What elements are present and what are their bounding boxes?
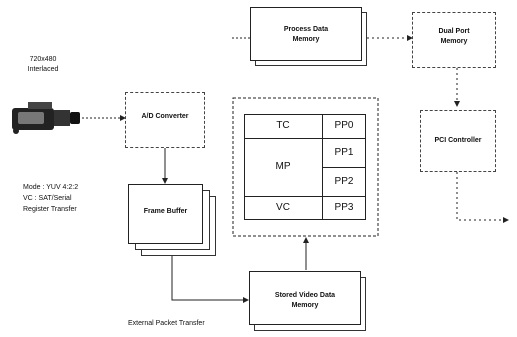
process-data-memory-label-2: Memory <box>250 35 362 44</box>
pp2-label: PP2 <box>322 176 366 187</box>
mode-note-2: VC : SAT/Serial <box>23 194 72 203</box>
stored-video-memory-label-1: Stored Video Data <box>249 291 361 300</box>
tc-mp-line <box>244 138 322 139</box>
pp1-pp2-line <box>322 167 366 168</box>
pci-controller-label: PCI Controller <box>420 136 496 145</box>
mp-vc-line <box>244 196 322 197</box>
tc-label: TC <box>244 120 322 131</box>
mode-note-3: Register Transfer <box>23 205 77 214</box>
pp0-label: PP0 <box>322 120 366 131</box>
frame-buffer-label: Frame Buffer <box>128 207 203 216</box>
framebuffer-to-storedvideo-arrow <box>172 250 248 300</box>
pp0-pp1-line <box>322 138 366 139</box>
dual-port-memory-label-1: Dual Port <box>412 27 496 36</box>
mode-note-1: Mode : YUV 4:2:2 <box>23 183 78 192</box>
dual-port-memory-label-2: Memory <box>412 37 496 46</box>
pp2-pp3-line <box>322 196 366 197</box>
external-transfer-label: External Packet Transfer <box>128 319 205 328</box>
video-camera-icon <box>8 98 83 136</box>
vc-label: VC <box>244 202 322 213</box>
pci-output-arrow <box>457 172 508 220</box>
camera-resolution: 720x480 <box>18 55 68 64</box>
stored-video-memory-label-2: Memory <box>249 301 361 310</box>
process-data-memory-label-1: Process Data <box>250 25 362 34</box>
ad-converter-label: A/D Converter <box>125 112 205 121</box>
process-data-memory-box <box>250 7 362 61</box>
pp1-label: PP1 <box>322 147 366 158</box>
mp-label: MP <box>244 161 322 172</box>
camera-scan-type: Interlaced <box>18 65 68 74</box>
pp3-label: PP3 <box>322 202 366 213</box>
